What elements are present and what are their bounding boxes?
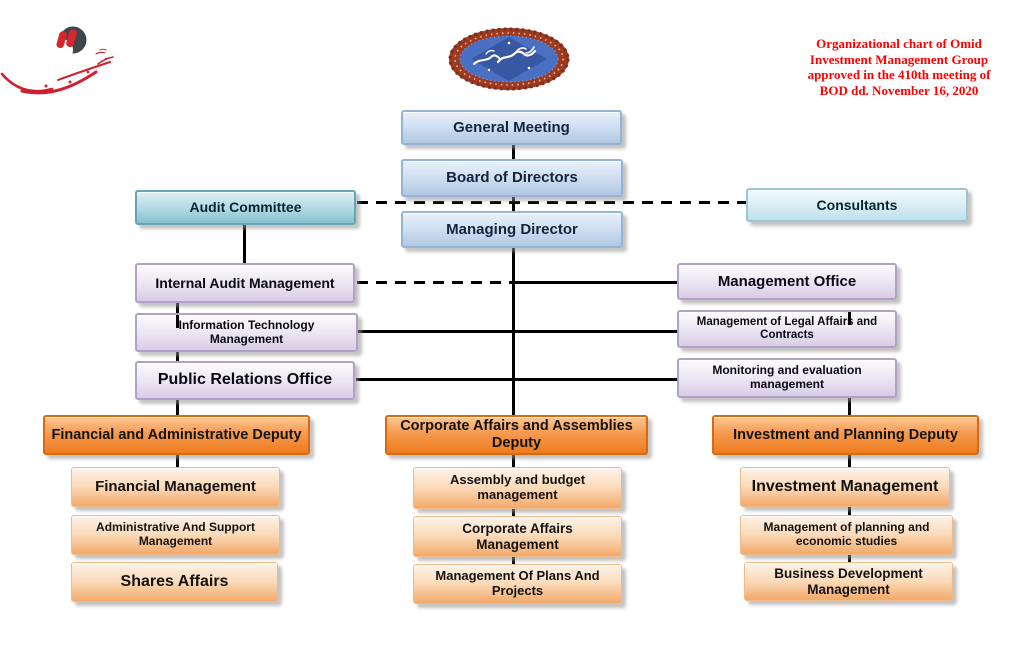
- node-consultants: Consultants: [746, 188, 968, 222]
- connector-dashed-line: [357, 281, 514, 284]
- node-label: Corporate Affairs Management: [462, 520, 573, 552]
- node-monitoring-evaluation: Monitoring and evaluation management: [677, 358, 897, 398]
- connector-line: [358, 330, 678, 333]
- node-label: Financial Management: [95, 478, 256, 496]
- node-shares-affairs: Shares Affairs: [71, 562, 278, 602]
- connector-line: [176, 400, 179, 416]
- note-line: Organizational chart of Omid: [816, 36, 982, 51]
- node-corporate-affairs-assemblies-deputy: Corporate Affairs and Assemblies Deputy: [385, 415, 648, 455]
- node-administrative-support-management: Administrative And Support Management: [71, 515, 280, 555]
- node-business-development-management: Business Development Management: [744, 562, 953, 601]
- connector-line: [176, 455, 179, 468]
- node-label: Business Development Management: [774, 565, 923, 597]
- bismillah-emblem-icon: [448, 27, 570, 91]
- node-plans-projects-management: Management Of Plans And Projects: [413, 564, 622, 604]
- connector-line: [512, 509, 515, 517]
- node-label: Administrative And Support Management: [96, 520, 255, 548]
- node-label: Management of planning and economic stud…: [763, 520, 930, 548]
- node-label: Information Technology Management: [178, 317, 315, 346]
- node-management-office: Management Office: [677, 263, 897, 300]
- node-label: Management of Legal Affairs and Contract…: [696, 315, 878, 341]
- connector-line: [512, 145, 515, 160]
- connector-line: [512, 281, 678, 284]
- node-label: Managing Director: [446, 220, 578, 238]
- node-label: Financial and Administrative Deputy: [51, 426, 302, 443]
- connector-line: [356, 378, 678, 381]
- node-label: Board of Directors: [446, 169, 578, 187]
- chart-approval-note: Organizational chart of Omid Investment …: [788, 36, 1009, 98]
- node-planning-economic-studies: Management of planning and economic stud…: [740, 515, 953, 555]
- node-internal-audit-management: Internal Audit Management: [135, 263, 355, 303]
- node-board-of-directors: Board of Directors: [401, 159, 623, 197]
- node-label: Investment Management: [751, 477, 939, 495]
- node-label: Corporate Affairs and Assemblies Deputy: [400, 418, 633, 451]
- node-label: Internal Audit Management: [155, 274, 335, 291]
- node-general-meeting: General Meeting: [401, 110, 622, 145]
- connector-line: [848, 555, 851, 563]
- note-line: Investment Management Group: [809, 51, 989, 67]
- node-label: Audit Committee: [189, 199, 302, 216]
- connector-line: [848, 398, 851, 416]
- connector-dashed-line: [357, 201, 746, 204]
- node-financial-administrative-deputy: Financial and Administrative Deputy: [43, 415, 310, 455]
- node-label: Shares Affairs: [120, 572, 229, 590]
- node-public-relations-office: Public Relations Office: [135, 361, 355, 400]
- node-label: Management Office: [717, 272, 857, 290]
- node-legal-affairs-contracts: Management of Legal Affairs and Contract…: [677, 310, 897, 348]
- connector-line: [848, 312, 851, 325]
- node-investment-planning-deputy: Investment and Planning Deputy: [712, 415, 979, 455]
- connector-line: [243, 225, 246, 264]
- node-information-technology-management: Information Technology Management: [135, 313, 358, 352]
- note-line: approved in the 410th meeting of: [807, 67, 991, 82]
- connector-line: [848, 507, 851, 516]
- note-line: BOD dd. November 16, 2020: [819, 82, 979, 98]
- node-label: Monitoring and evaluation management: [712, 363, 862, 391]
- node-corporate-affairs-management: Corporate Affairs Management: [413, 516, 622, 557]
- node-label: Investment and Planning Deputy: [733, 426, 958, 443]
- node-label: Consultants: [816, 196, 898, 213]
- connector-line: [512, 557, 515, 565]
- connector-line: [512, 455, 515, 468]
- connector-line: [848, 455, 851, 468]
- node-managing-director: Managing Director: [401, 211, 623, 248]
- node-audit-committee: Audit Committee: [135, 190, 356, 225]
- connector-line: [512, 197, 515, 211]
- node-label: Public Relations Office: [157, 371, 333, 389]
- connector-line: [176, 303, 179, 315]
- node-assembly-budget-management: Assembly and budget management: [413, 467, 622, 509]
- node-label: General Meeting: [453, 118, 570, 136]
- node-financial-management: Financial Management: [71, 467, 280, 507]
- node-label: Management Of Plans And Projects: [435, 568, 600, 598]
- connector-line: [176, 352, 179, 362]
- node-investment-management: Investment Management: [740, 467, 950, 507]
- company-logo: [0, 26, 114, 95]
- connector-line: [176, 315, 179, 328]
- node-label: Assembly and budget management: [449, 472, 586, 502]
